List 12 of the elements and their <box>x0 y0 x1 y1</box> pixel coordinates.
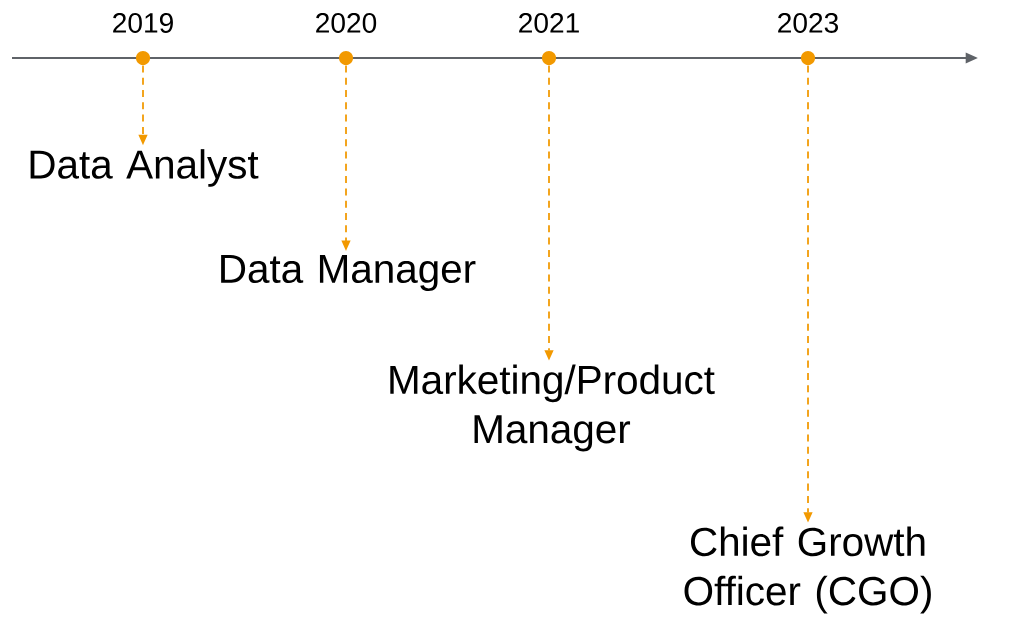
year-label: 2020 <box>316 13 377 33</box>
role-label: Data Manager <box>221 254 476 292</box>
role-label: Marketing/Product Manager <box>390 364 715 452</box>
year-label: 2023 <box>778 13 838 33</box>
timeline-dot <box>541 50 557 66</box>
role-label: Data Analyst <box>30 149 259 187</box>
year-label: 2021 <box>519 13 579 33</box>
timeline-dot <box>339 50 354 66</box>
year-label: 2019 <box>113 13 173 33</box>
timeline-dot <box>136 50 151 66</box>
timeline-dot <box>800 50 816 66</box>
role-label: Chief Growth Officer (CGO) <box>684 526 931 614</box>
